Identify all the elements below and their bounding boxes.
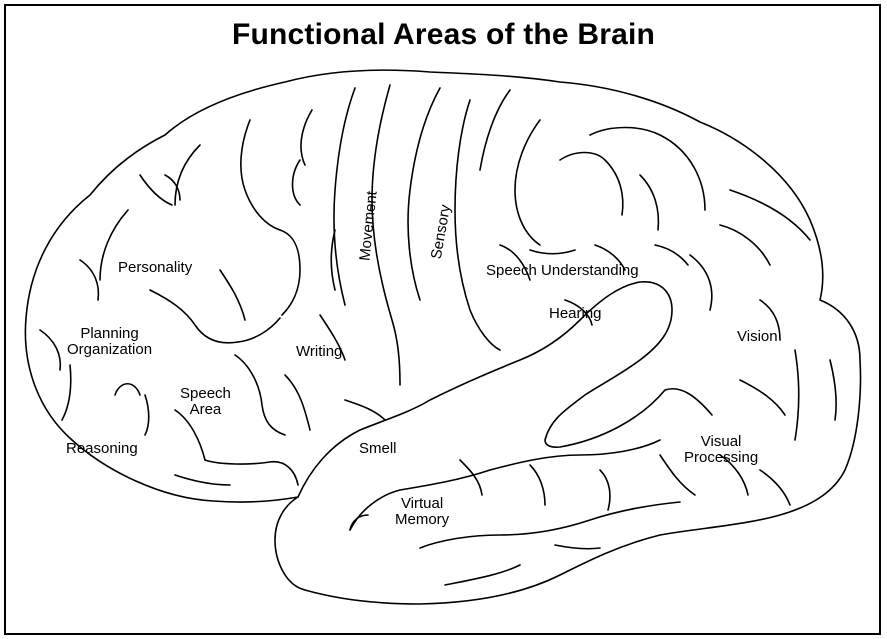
label-reasoning: Reasoning (66, 441, 138, 457)
label-visual-processing: Visual Processing (684, 434, 758, 466)
reasoning-text: Reasoning (66, 440, 138, 457)
smell-text: Smell (359, 440, 397, 457)
visual-text: Visual (684, 434, 758, 450)
organization-text: Organization (67, 342, 152, 358)
sylvian-fissure (298, 282, 672, 497)
label-speech-understanding: Speech Understanding (486, 263, 639, 279)
label-personality: Personality (118, 260, 192, 276)
virtual-text: Virtual (395, 496, 449, 512)
label-smell: Smell (359, 441, 397, 457)
label-vision: Vision (737, 329, 778, 345)
vision-text: Vision (737, 328, 778, 345)
processing-text: Processing (684, 450, 758, 466)
label-speech-area: Speech Area (180, 386, 231, 418)
label-planning-organization: Planning Organization (67, 326, 152, 358)
writing-text: Writing (296, 343, 342, 360)
planning-text: Planning (67, 326, 152, 342)
hearing-text: Hearing (549, 305, 602, 322)
area-text: Area (180, 402, 231, 418)
personality-text: Personality (118, 259, 192, 276)
memory-text: Memory (395, 512, 449, 528)
label-virtual-memory: Virtual Memory (395, 496, 449, 528)
label-hearing: Hearing (549, 306, 602, 322)
speech-understanding-text: Speech Understanding (486, 262, 639, 279)
speech-text: Speech (180, 386, 231, 402)
label-writing: Writing (296, 344, 342, 360)
